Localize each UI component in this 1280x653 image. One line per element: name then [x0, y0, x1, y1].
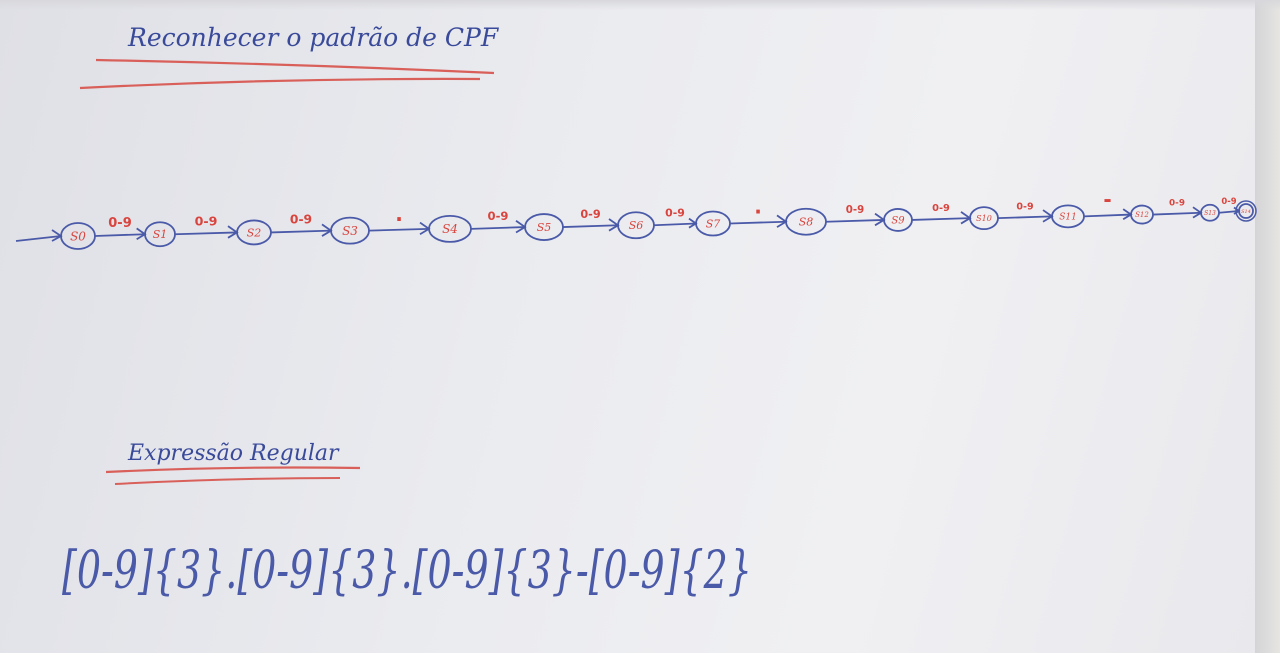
state-node	[617, 211, 655, 240]
state-node	[969, 206, 999, 231]
transition-label: .	[395, 202, 403, 226]
transition-label: 0-9	[1169, 199, 1185, 209]
state-node	[236, 219, 272, 246]
state-label: S14	[1241, 209, 1251, 215]
state-node	[785, 207, 827, 236]
state-node	[1238, 203, 1254, 219]
transition-arrow	[653, 222, 697, 227]
state-node	[60, 222, 96, 250]
state-label: S5	[537, 221, 552, 234]
regex-underline-1	[105, 466, 361, 474]
transition-label: 0-9	[1016, 201, 1033, 212]
transition-label: 0-9	[580, 208, 600, 221]
regex-expression: [0-9]{3}.[0-9]{3}.[0-9]{3}-[0-9]{2}	[62, 541, 752, 601]
transition-arrow	[911, 217, 971, 221]
state-label: S10	[976, 214, 992, 223]
transition-label: 0-9	[488, 209, 509, 223]
state-node	[1051, 204, 1085, 229]
heading-underline-2	[79, 77, 481, 90]
transition-arrow	[94, 233, 146, 237]
transition-label: 0-9	[1221, 196, 1236, 206]
state-node	[695, 210, 731, 237]
initial-arrow	[15, 235, 62, 242]
state-node	[330, 216, 370, 245]
state-label: S1	[153, 228, 168, 241]
state-label: S7	[706, 217, 721, 230]
transition-arrow	[997, 215, 1053, 220]
transition-arrow	[1152, 211, 1202, 216]
state-label: S6	[629, 219, 644, 232]
transition-label: .	[754, 195, 762, 219]
transition-label: 0-9	[108, 216, 132, 231]
automaton-states: S0 S1 S2 S3 S4 S5 S6 S7 S8 S9 S10 S11 S12 S13 S14	[60, 200, 1257, 250]
state-node	[144, 221, 176, 248]
transition-arrow	[470, 226, 526, 230]
state-label: S0	[70, 229, 86, 243]
state-node	[428, 214, 472, 243]
state-node	[1200, 203, 1220, 222]
transition-label: 0-9	[665, 206, 685, 219]
state-node	[524, 213, 564, 241]
regex-underline-2	[114, 477, 341, 485]
whiteboard-top-shadow	[0, 0, 1280, 10]
state-label: S11	[1059, 213, 1077, 223]
state-node	[883, 208, 913, 232]
heading-underline-1	[95, 58, 495, 75]
transition-label: -	[1103, 187, 1111, 211]
transition-arrow	[174, 231, 238, 236]
state-label: S13	[1204, 210, 1216, 217]
state-label: S3	[342, 224, 358, 238]
state-label: S4	[442, 222, 458, 236]
transition-arrow	[368, 227, 430, 232]
heading-title: Reconhecer o padrão de CPF	[127, 23, 500, 52]
transition-arrow	[729, 220, 787, 225]
state-label: S2	[247, 226, 262, 239]
whiteboard-frame-edge	[1255, 0, 1280, 653]
final-state-ring	[1235, 200, 1257, 222]
transition-label: 0-9	[846, 205, 864, 216]
transition-label: 0-9	[195, 213, 218, 228]
regex-section-title: Expressão Regular	[127, 441, 340, 466]
transition-label: 0-9	[932, 203, 950, 214]
state-node	[1130, 204, 1154, 225]
transition-arrow	[825, 219, 885, 223]
transition-arrow	[562, 224, 619, 228]
state-label: S9	[891, 216, 905, 227]
initial-arrow-head	[51, 229, 63, 242]
transition-arrow	[1083, 213, 1132, 218]
state-label: S8	[799, 216, 814, 229]
transition-arrow	[270, 229, 332, 234]
state-label: S12	[1135, 211, 1149, 219]
transition-label: 0-9	[290, 213, 312, 227]
